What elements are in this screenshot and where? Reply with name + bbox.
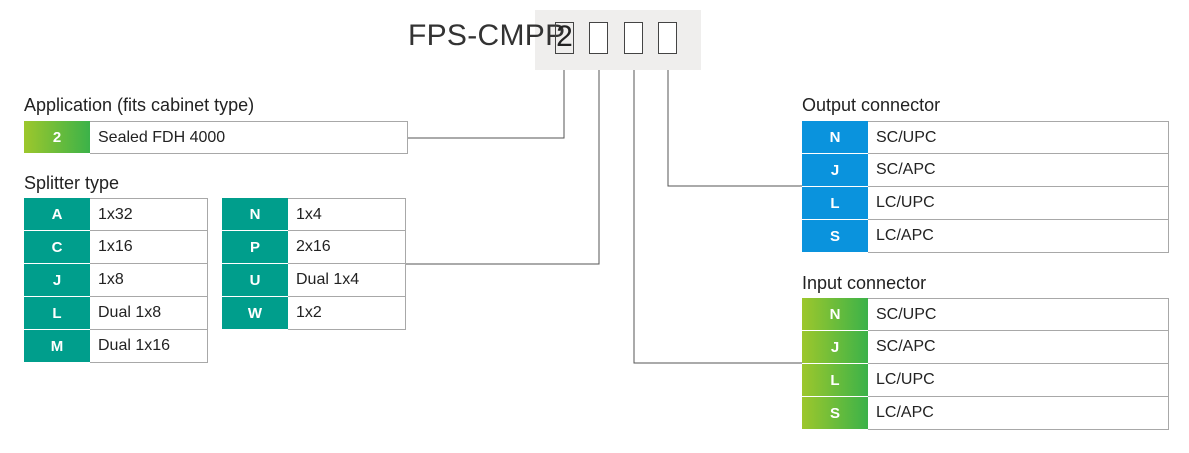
- table-row: P 2x16: [222, 231, 406, 264]
- table-row: N 1x4: [222, 198, 406, 231]
- splitter-code: C: [24, 231, 90, 264]
- output-code: N: [802, 121, 868, 154]
- splitter-label: Dual 1x16: [90, 330, 208, 363]
- table-row: N SC/UPC: [802, 298, 1169, 331]
- input-label: SC/APC: [868, 331, 1169, 364]
- table-row: 2 Sealed FDH 4000: [24, 121, 408, 154]
- input-code: L: [802, 364, 868, 397]
- table-row: W 1x2: [222, 297, 406, 330]
- splitter-table-right: N 1x4 P 2x16 U Dual 1x4 W 1x2: [222, 198, 406, 330]
- splitter-label: 1x8: [90, 264, 208, 297]
- output-code: J: [802, 154, 868, 187]
- splitter-label: Dual 1x8: [90, 297, 208, 330]
- line-splitter: [406, 56, 600, 265]
- splitter-code: N: [222, 198, 288, 231]
- output-heading: Output connector: [802, 95, 941, 115]
- application-table: 2 Sealed FDH 4000: [24, 121, 408, 154]
- output-label: LC/APC: [868, 220, 1169, 253]
- splitter-code: J: [24, 264, 90, 297]
- splitter-label: 1x4: [288, 198, 406, 231]
- input-heading: Input connector: [802, 273, 927, 293]
- model-slot-splitter: [589, 22, 608, 54]
- table-row: U Dual 1x4: [222, 264, 406, 297]
- splitter-code: L: [24, 297, 90, 330]
- table-row: C 1x16: [24, 231, 208, 264]
- table-row: J SC/APC: [802, 331, 1169, 364]
- splitter-heading: Splitter type: [24, 173, 120, 193]
- table-row: S LC/APC: [802, 220, 1169, 253]
- input-label: LC/APC: [868, 397, 1169, 430]
- splitter-code: W: [222, 297, 288, 330]
- input-code: N: [802, 298, 868, 331]
- table-row: J SC/APC: [802, 154, 1169, 187]
- model-slot-output: [658, 22, 677, 54]
- line-input: [633, 56, 802, 364]
- application-label: Sealed FDH 4000: [90, 121, 408, 154]
- input-label: LC/UPC: [868, 364, 1169, 397]
- output-label: LC/UPC: [868, 187, 1169, 220]
- input-table: N SC/UPC J SC/APC L LC/UPC S LC/APC: [802, 298, 1169, 430]
- output-label: SC/UPC: [868, 121, 1169, 154]
- table-row: L LC/UPC: [802, 364, 1169, 397]
- table-row: J 1x8: [24, 264, 208, 297]
- output-table: N SC/UPC J SC/APC L LC/UPC S LC/APC: [802, 121, 1169, 253]
- input-code: J: [802, 331, 868, 364]
- table-row: L Dual 1x8: [24, 297, 208, 330]
- application-code: 2: [24, 121, 90, 154]
- table-row: L LC/UPC: [802, 187, 1169, 220]
- table-row: A 1x32: [24, 198, 208, 231]
- output-label: SC/APC: [868, 154, 1169, 187]
- splitter-label: 1x2: [288, 297, 406, 330]
- output-code: S: [802, 220, 868, 253]
- splitter-code: P: [222, 231, 288, 264]
- splitter-table-left: A 1x32 C 1x16 J 1x8 L Dual 1x8 M Dual 1x…: [24, 198, 208, 363]
- splitter-code: U: [222, 264, 288, 297]
- model-code-prefix: FPS-CMPP: [408, 19, 566, 52]
- splitter-code: M: [24, 330, 90, 363]
- table-row: S LC/APC: [802, 397, 1169, 430]
- table-row: M Dual 1x16: [24, 330, 208, 363]
- splitter-label: 1x32: [90, 198, 208, 231]
- application-heading: Application (fits cabinet type): [24, 95, 255, 115]
- line-application: [408, 56, 565, 139]
- output-code: L: [802, 187, 868, 220]
- model-slot-application: 2: [555, 20, 574, 54]
- splitter-label: Dual 1x4: [288, 264, 406, 297]
- table-row: N SC/UPC: [802, 121, 1169, 154]
- input-label: SC/UPC: [868, 298, 1169, 331]
- splitter-label: 2x16: [288, 231, 406, 264]
- line-output: [667, 56, 802, 187]
- splitter-label: 1x16: [90, 231, 208, 264]
- splitter-code: A: [24, 198, 90, 231]
- model-slot-input: [624, 22, 643, 54]
- input-code: S: [802, 397, 868, 430]
